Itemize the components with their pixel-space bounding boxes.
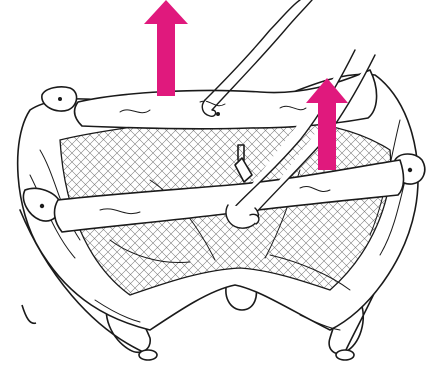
up-arrow-icon bbox=[144, 0, 188, 96]
